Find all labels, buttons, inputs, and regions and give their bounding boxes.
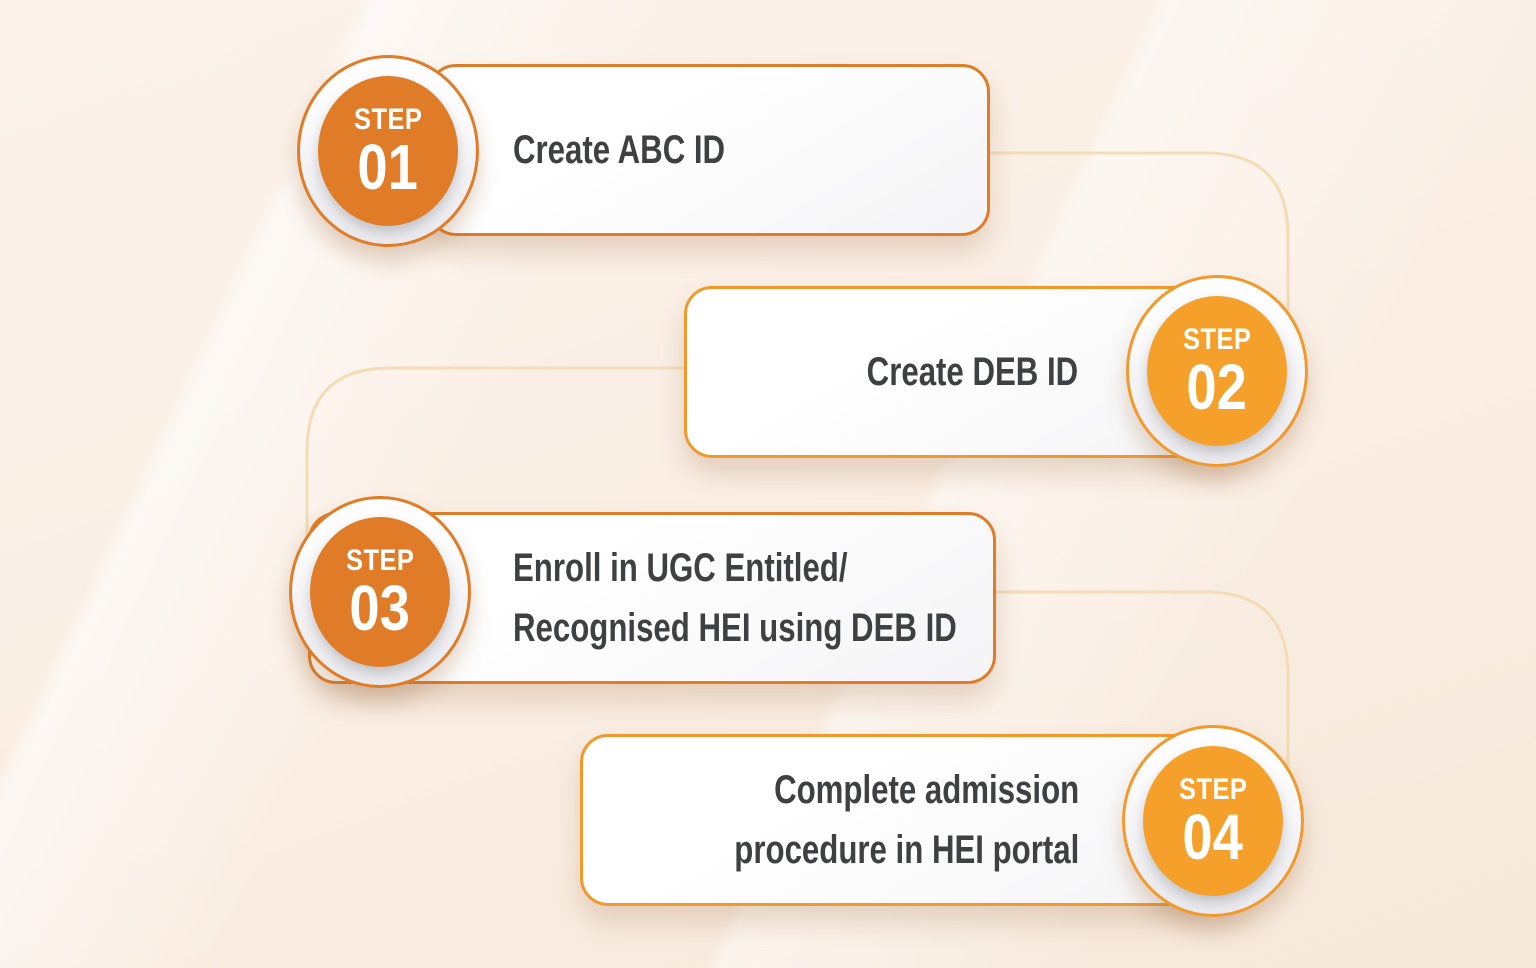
step-4-label: STEP	[1178, 773, 1248, 806]
step-2-badge-circle: STEP 02	[1147, 296, 1287, 446]
step-3-text-line-2: Recognised HEI using DEB ID	[513, 606, 957, 650]
step-2-text: Create DEB ID	[866, 350, 1078, 394]
step-3-badge-circle: STEP 03	[310, 517, 450, 667]
step-3-number: 03	[349, 572, 411, 644]
step-2-label: STEP	[1182, 323, 1252, 356]
connector-step1-step2	[985, 151, 1290, 335]
step-4-text-line-2: procedure in HEI portal	[734, 828, 1079, 872]
step-4-badge: STEP 04	[1122, 725, 1304, 917]
connector-step2-step3	[305, 366, 688, 545]
step-3-label: STEP	[345, 544, 415, 577]
step-4-text-line-1: Complete admission	[773, 768, 1079, 812]
step-3-text-line-1: Enroll in UGC Entitled/	[513, 546, 848, 590]
step-1-label: STEP	[353, 103, 423, 136]
step-2-badge: STEP 02	[1126, 275, 1308, 467]
step-1-card: Create ABC ID	[428, 64, 990, 236]
step-1-number: 01	[357, 131, 419, 203]
step-1-badge: STEP 01	[297, 55, 479, 247]
step-1-badge-circle: STEP 01	[318, 76, 458, 226]
step-3-badge: STEP 03	[289, 496, 471, 688]
step-1-text: Create ABC ID	[513, 128, 726, 172]
step-4-badge-circle: STEP 04	[1143, 746, 1283, 896]
step-4-number: 04	[1182, 801, 1244, 873]
step-2-number: 02	[1186, 351, 1248, 423]
connector-step3-step4	[992, 590, 1290, 772]
